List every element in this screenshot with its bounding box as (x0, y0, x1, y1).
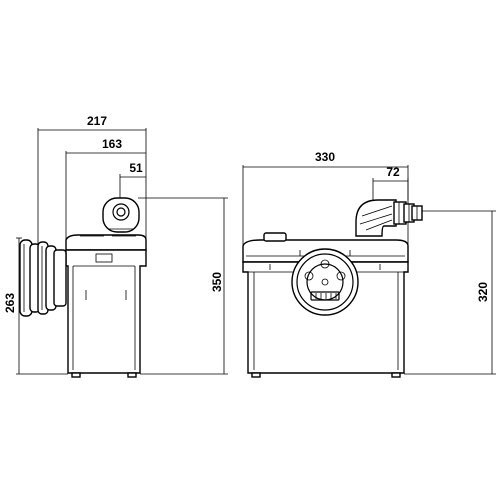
front-inlet-flange (291, 248, 359, 316)
front-view: 330 72 (242, 150, 496, 378)
side-body (65, 249, 147, 374)
dim-label-263: 263 (3, 293, 17, 313)
dimension-front-width: 330 (242, 150, 409, 245)
side-inlet-coupling (19, 239, 67, 317)
dimension-side-total-height: 350 (138, 197, 228, 375)
dim-label-217: 217 (87, 114, 107, 128)
dim-label-72: 72 (386, 165, 400, 179)
dim-label-320: 320 (476, 282, 490, 302)
side-view: 217 163 51 (3, 114, 228, 378)
dim-label-51: 51 (129, 161, 143, 175)
front-body (242, 261, 409, 378)
front-outlet-elbow (355, 199, 423, 237)
side-foot-right (127, 372, 137, 378)
side-lid (65, 234, 147, 251)
dimension-side-depth-body: 163 (65, 137, 146, 240)
dim-label-163: 163 (102, 137, 122, 151)
dim-label-350: 350 (210, 272, 224, 292)
front-foot-right (391, 372, 401, 378)
dimension-side-inlet-height: 263 (3, 237, 68, 375)
dimension-side-depth-total: 217 (37, 114, 147, 245)
side-foot-left (71, 372, 81, 378)
dim-label-330: 330 (315, 150, 335, 164)
front-foot-left (251, 372, 261, 378)
dimension-front-outlet-height: 320 (404, 210, 496, 375)
dimension-side-outlet-offset: 51 (119, 161, 146, 200)
side-outlet-pipe (102, 197, 140, 233)
